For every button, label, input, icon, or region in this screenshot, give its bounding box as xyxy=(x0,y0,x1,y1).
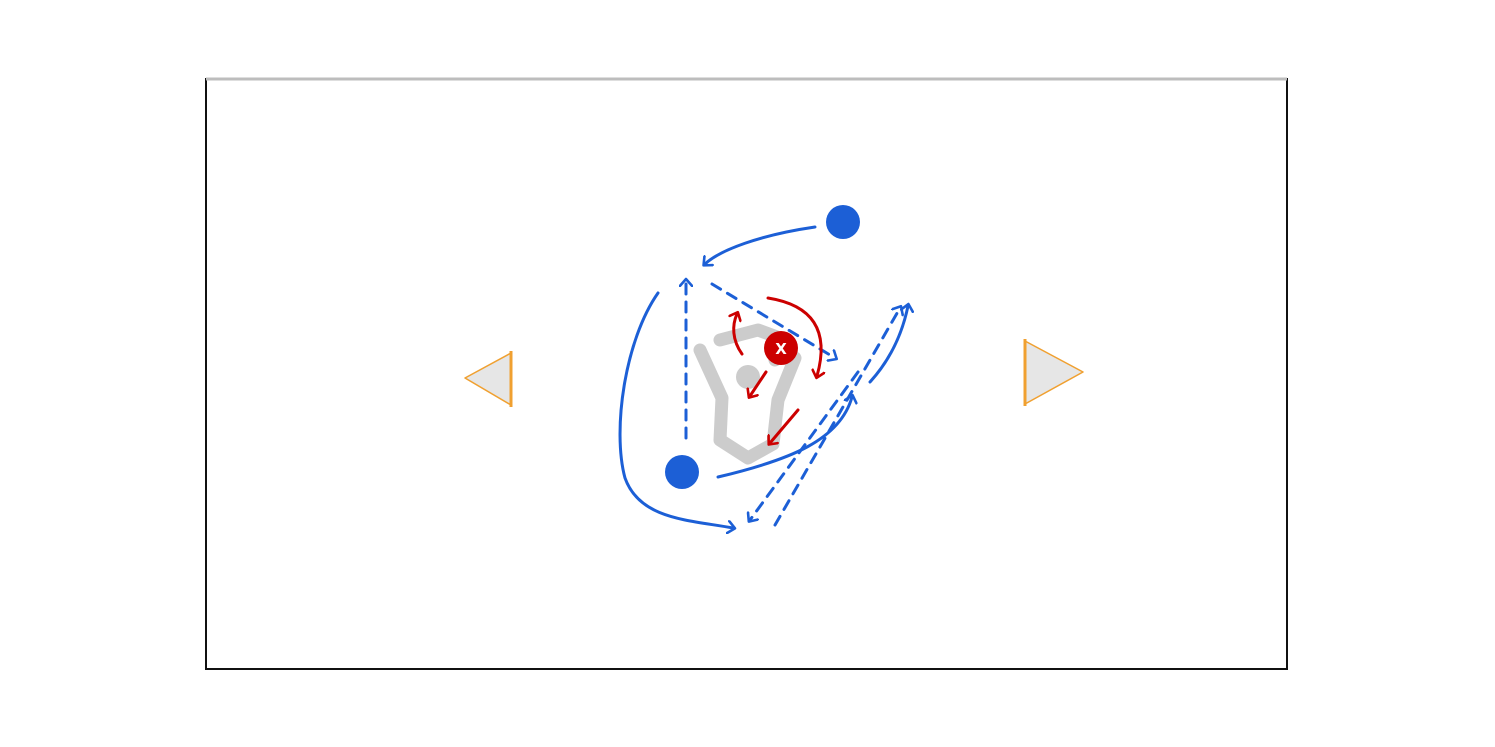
player-top xyxy=(826,205,860,239)
red-move-down-left xyxy=(750,370,768,396)
blue-pass-up-right xyxy=(773,308,900,527)
defender-circle xyxy=(764,331,798,365)
blue-run-top-to-left xyxy=(705,225,817,264)
defender-marker: X xyxy=(764,331,798,365)
blue-run-bottom-to-right xyxy=(716,397,852,479)
red-move-bottom xyxy=(770,408,800,443)
blue-pass-down-left xyxy=(750,370,860,520)
blue-pass-diagonal-top xyxy=(710,282,835,358)
defender-label: X xyxy=(775,340,787,358)
red-move-left-up xyxy=(734,314,744,356)
blue-run-left-loop xyxy=(618,291,733,528)
red-move-top-arc xyxy=(766,296,821,376)
blue-run-right-up xyxy=(868,306,908,384)
player-bottom-left xyxy=(665,455,699,489)
